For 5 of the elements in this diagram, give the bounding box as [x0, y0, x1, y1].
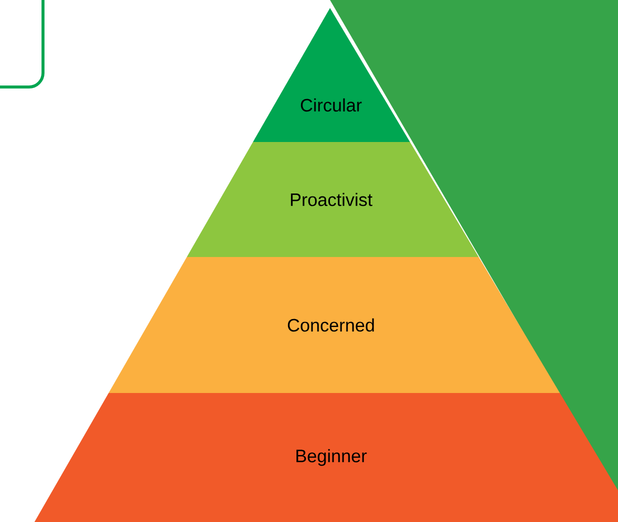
- rounded-box: [0, 0, 44, 88]
- pyramid-level: Beginner: [34, 393, 618, 522]
- pyramid-level: Concerned: [108, 257, 560, 393]
- pyramid-level: Proactivist: [186, 142, 479, 257]
- pyramid-level: Circular: [252, 8, 410, 142]
